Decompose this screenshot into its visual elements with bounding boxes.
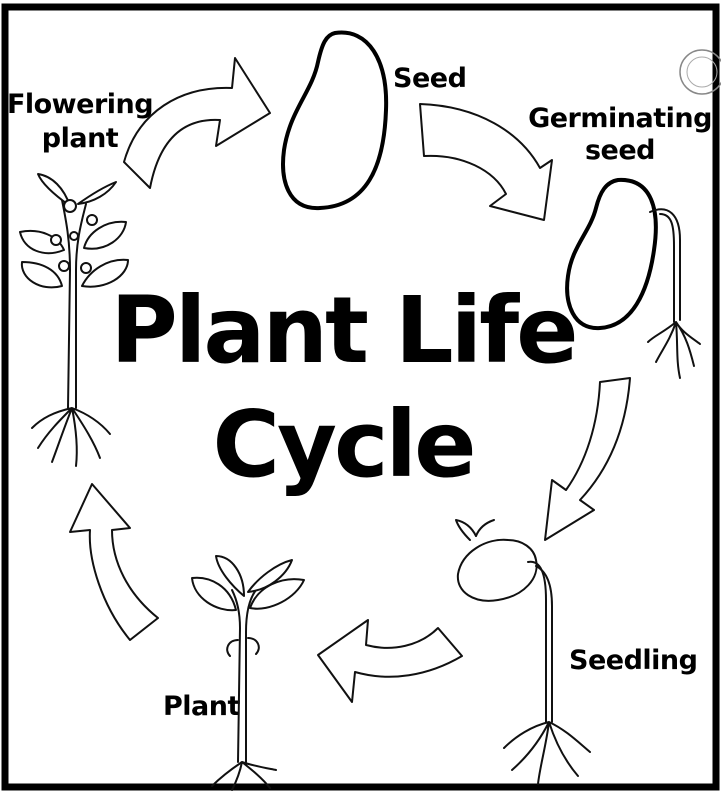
arrow-plant-to-flowering-icon — [70, 484, 158, 640]
arrow-germinating-to-seedling-icon — [545, 378, 630, 540]
label-seedling: Seedling — [569, 645, 697, 676]
plant-icon — [192, 556, 304, 790]
label-germinating-line-2: seed — [585, 135, 655, 166]
label-flowering-line-2: plant — [42, 123, 119, 154]
title-line-2: Cycle — [213, 391, 474, 498]
label-flowering-line-1: Flowering — [7, 89, 153, 120]
arrow-flowering-to-seed-icon — [124, 58, 270, 188]
label-plant: Plant — [163, 691, 240, 722]
germinating-seed-icon — [567, 180, 700, 378]
title-line-1: Plant Life — [110, 277, 575, 384]
label-germinating-line-1: Germinating — [528, 103, 712, 134]
arrow-seedling-to-plant-icon — [318, 620, 462, 702]
seed-icon — [283, 32, 386, 208]
label-seed: Seed — [393, 63, 466, 94]
